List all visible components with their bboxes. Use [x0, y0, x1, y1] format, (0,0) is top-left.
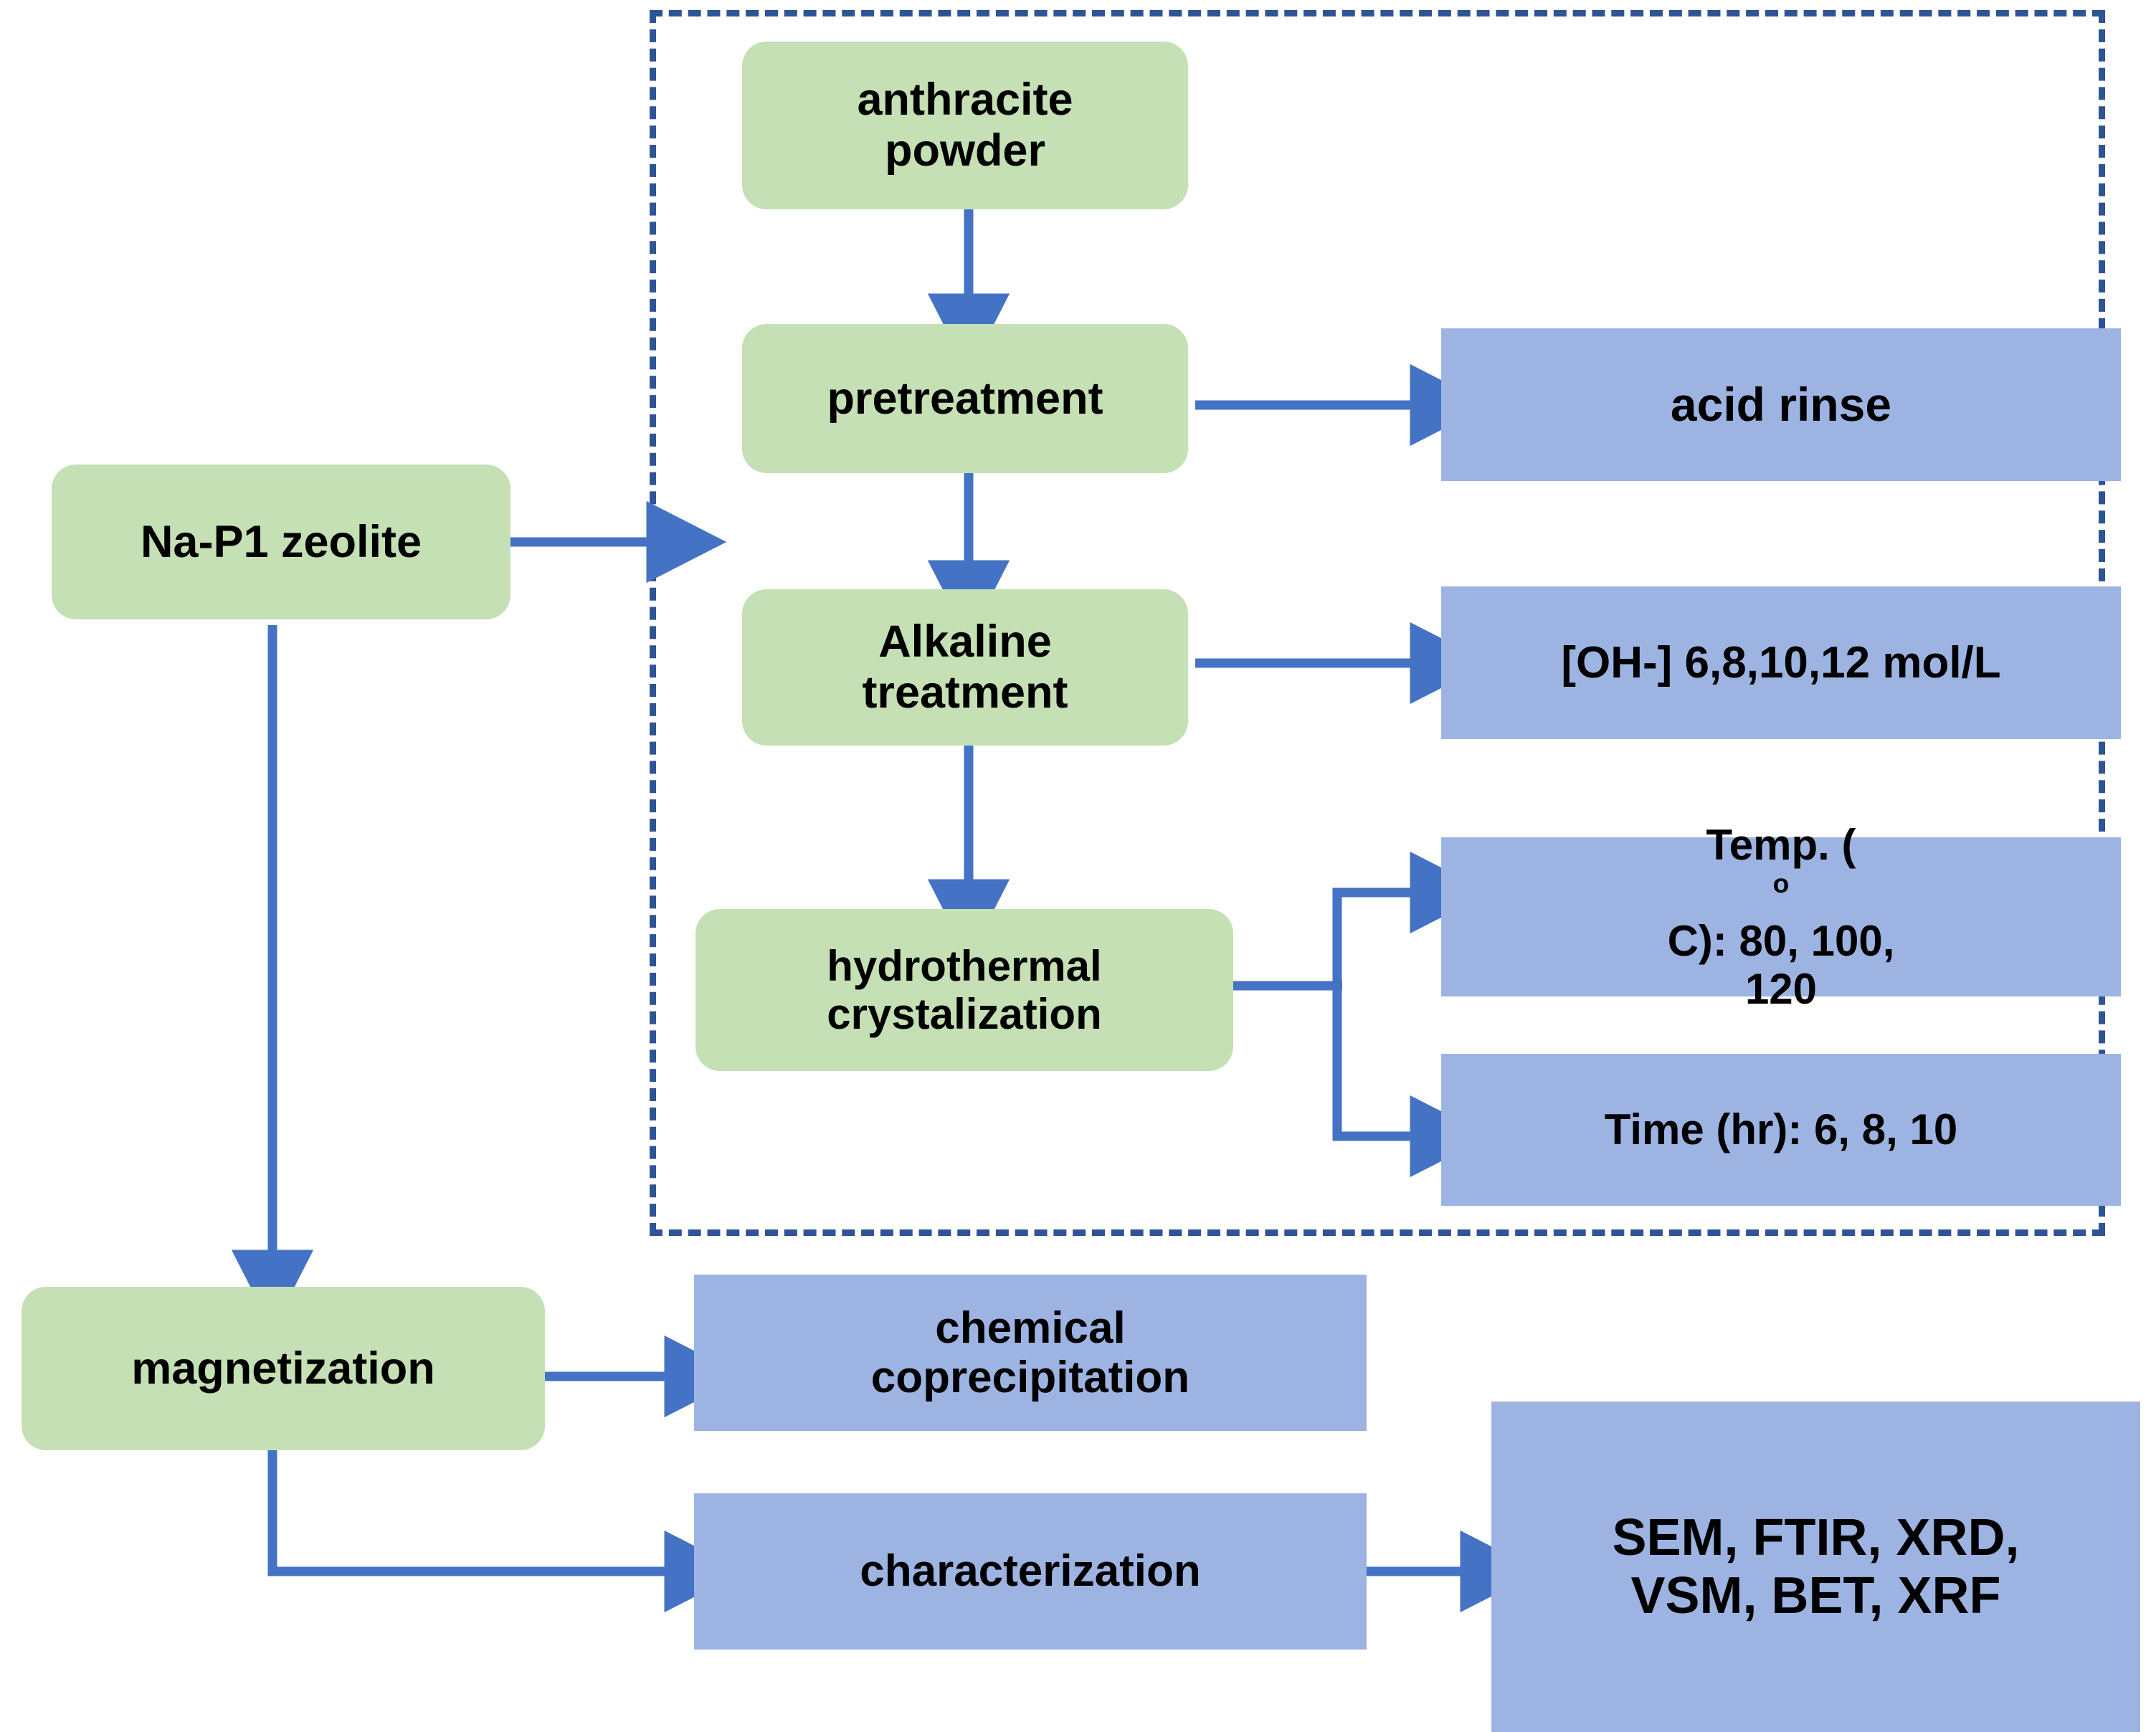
- node-hydrothermal-crystalization[interactable]: hydrothermal crystalization: [695, 909, 1233, 1071]
- na-p1-zeolite-label: Na-P1 zeolite: [140, 516, 422, 567]
- techniques-line1: SEM, FTIR, XRD,: [1612, 1508, 2020, 1566]
- anthracite-powder-line2: powder: [884, 125, 1045, 176]
- alkaline-treatment-line1: Alkaline: [878, 617, 1052, 667]
- techniques-line2: VSM, BET, XRF: [1630, 1566, 2001, 1624]
- node-chemical-coprecipitation[interactable]: chemical coprecipitation: [694, 1275, 1367, 1431]
- node-techniques[interactable]: SEM, FTIR, XRD, VSM, BET, XRF: [1491, 1402, 2140, 1732]
- coprecipitation-line1: chemical: [935, 1303, 1126, 1353]
- node-pretreatment[interactable]: pretreatment: [742, 324, 1188, 473]
- node-anthracite-powder[interactable]: anthracite powder: [742, 42, 1188, 209]
- node-characterization[interactable]: characterization: [694, 1493, 1367, 1650]
- node-alkaline-treatment[interactable]: Alkaline treatment: [742, 589, 1188, 746]
- magnetization-label: magnetization: [131, 1343, 435, 1394]
- hydrothermal-line2: crystalization: [827, 990, 1102, 1038]
- node-acid-rinse[interactable]: acid rinse: [1441, 328, 2121, 481]
- characterization-label: characterization: [860, 1546, 1201, 1597]
- temperature-line2: 120: [1744, 965, 1818, 1014]
- node-time[interactable]: Time (hr): 6, 8, 10: [1441, 1054, 2121, 1206]
- anthracite-powder-line1: anthracite: [857, 75, 1073, 125]
- node-magnetization[interactable]: magnetization: [22, 1287, 545, 1450]
- temperature-prefix: Temp. (: [1706, 820, 1856, 869]
- acid-rinse-label: acid rinse: [1670, 377, 1892, 431]
- coprecipitation-line2: coprecipitation: [870, 1353, 1190, 1402]
- time-label: Time (hr): 6, 8, 10: [1604, 1105, 1958, 1154]
- hydrothermal-line1: hydrothermal: [827, 941, 1102, 990]
- edge-magnetization-to-characterization: [267, 1448, 745, 1613]
- node-oh-concentration[interactable]: [OH-] 6,8,10,12 mol/L: [1441, 586, 2121, 739]
- node-na-p1-zeolite[interactable]: Na-P1 zeolite: [52, 465, 510, 619]
- alkaline-treatment-line2: treatment: [862, 667, 1068, 718]
- temperature-suffix: C): 80, 100,: [1667, 917, 1895, 965]
- degree-superscript: o: [1772, 867, 1790, 898]
- oh-concentration-label: [OH-] 6,8,10,12 mol/L: [1561, 637, 2001, 687]
- pretreatment-label: pretreatment: [827, 373, 1103, 424]
